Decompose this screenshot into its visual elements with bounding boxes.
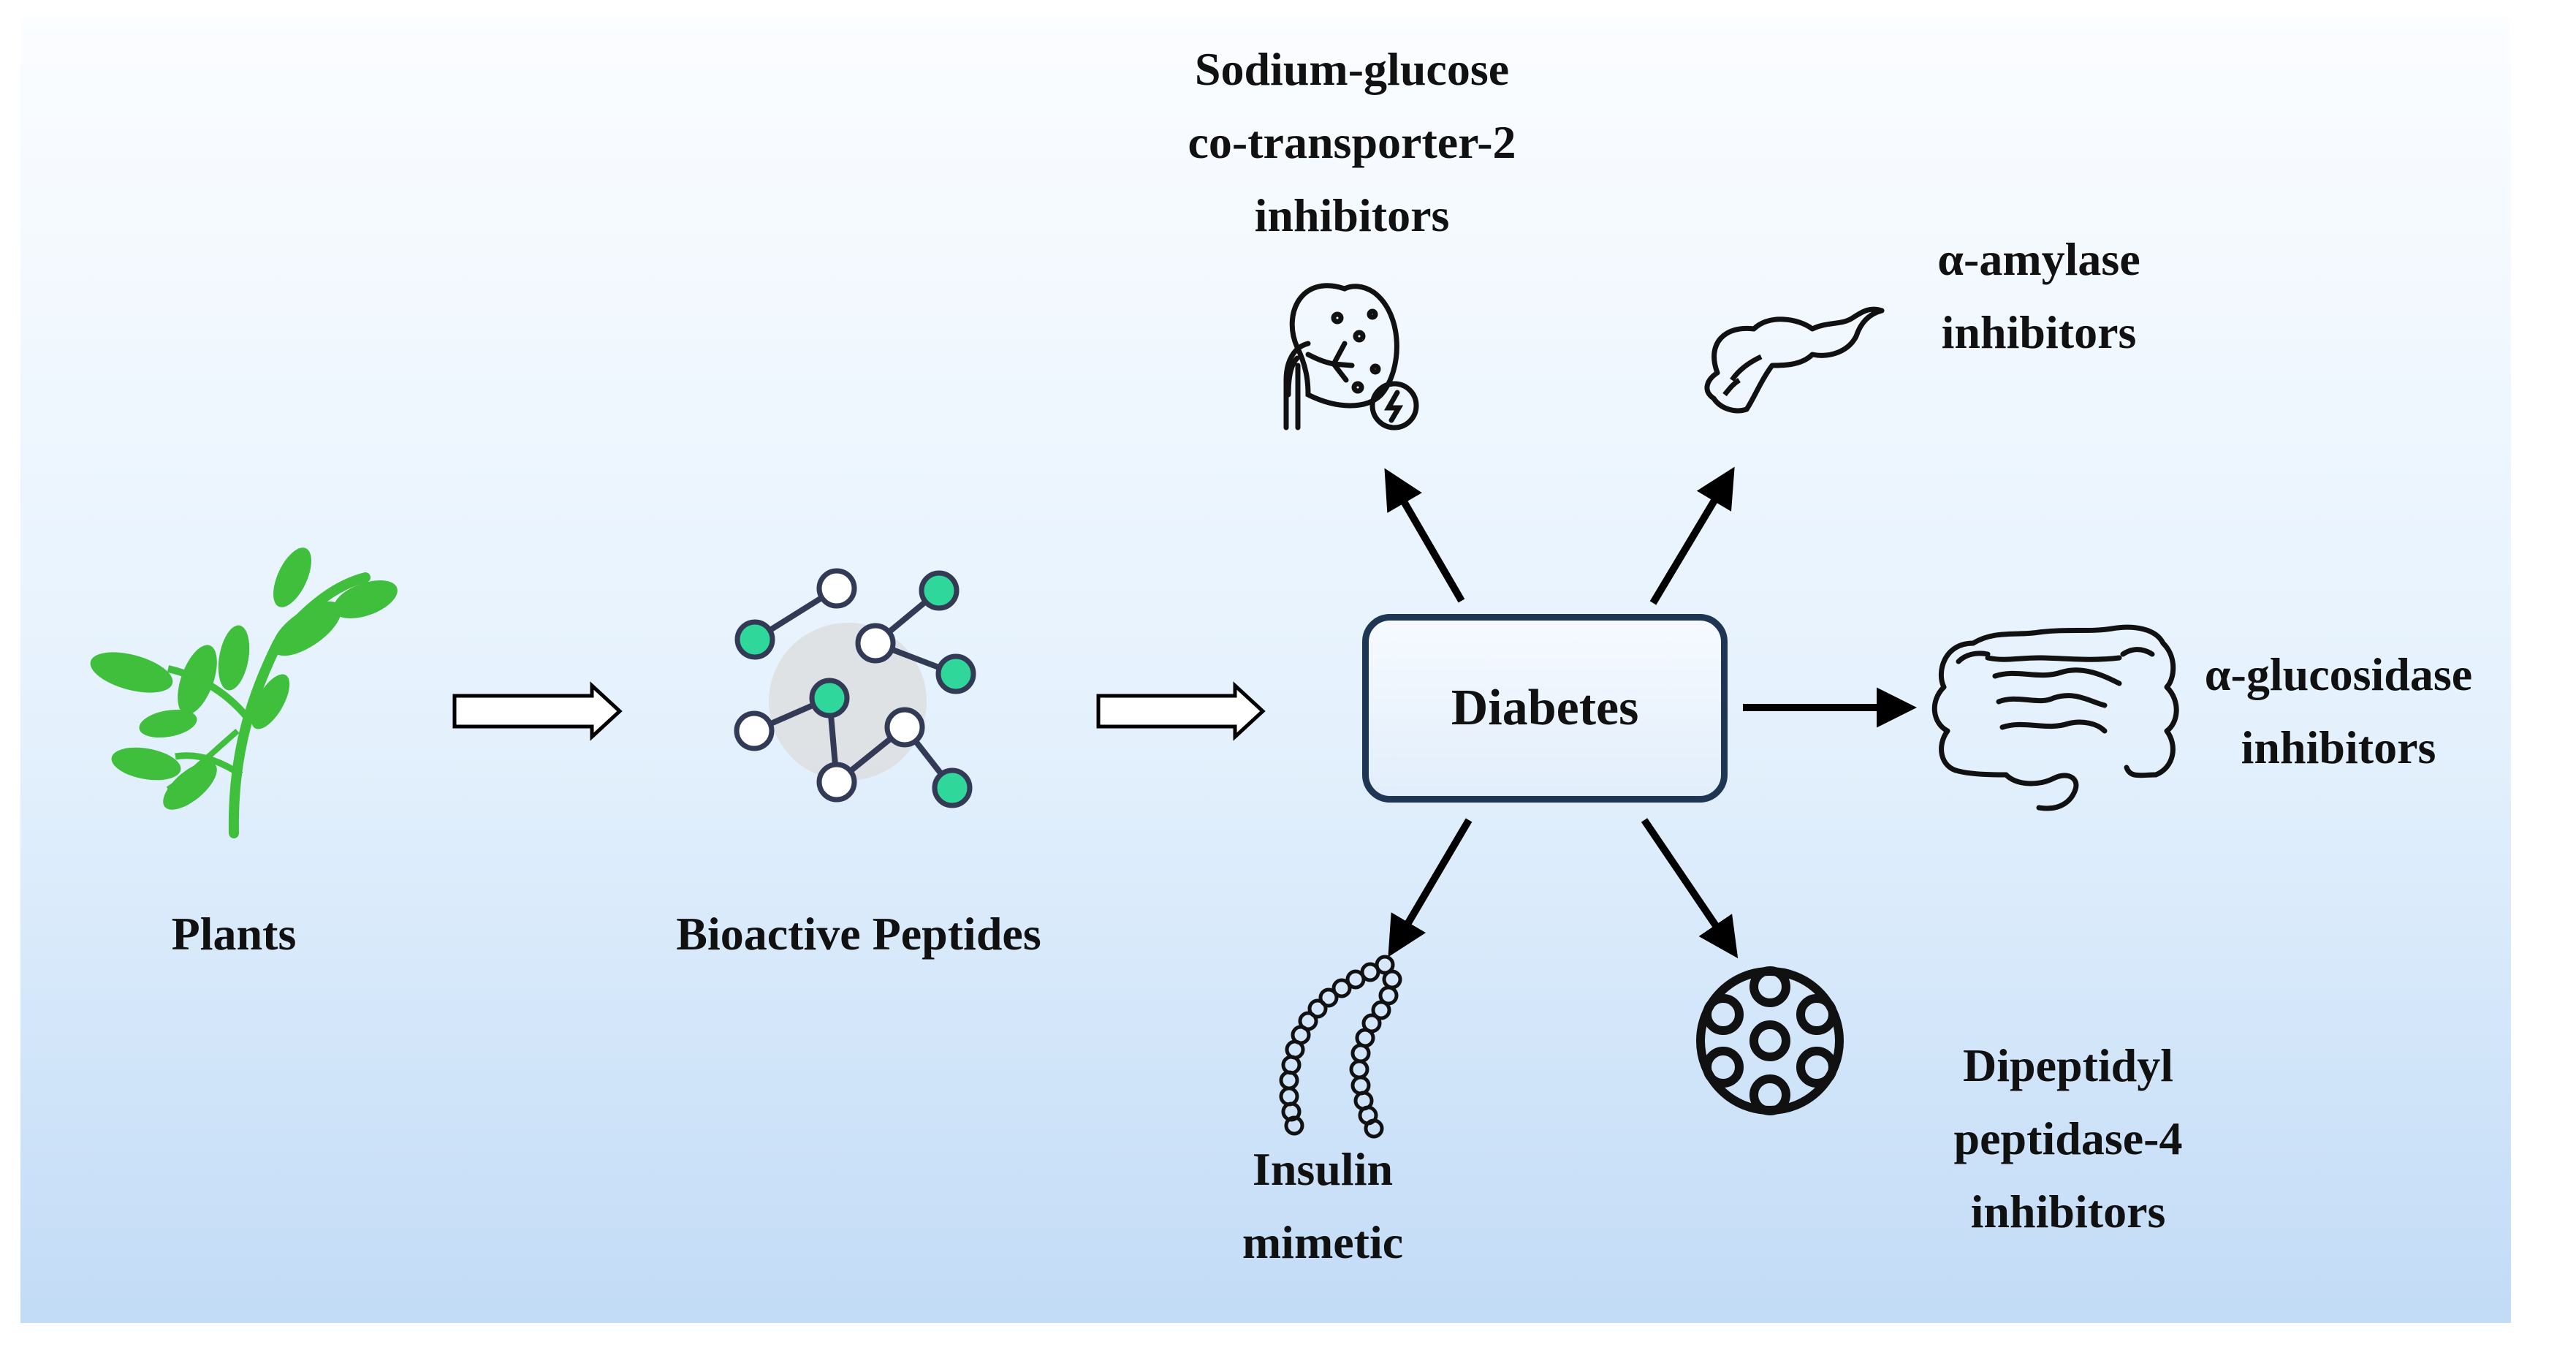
dpp4-enzyme-icon [1696, 966, 1844, 1115]
insulin-mimetic-label: Insulin mimetic [1242, 1143, 1404, 1268]
arrow-to-dpp4 [1641, 818, 1739, 959]
hollow-arrow-icon [1096, 681, 1266, 741]
insulin-chain-icon [1279, 955, 1402, 1139]
arrow-to-amylase [1649, 466, 1735, 605]
sglt2-inhibitors-label: Sodium-glucose co-transporter-2 inhibito… [1188, 43, 1516, 241]
plant-sprig-icon [90, 547, 398, 838]
pancreas-icon [1704, 306, 1885, 414]
diagram-background [20, 16, 2511, 1323]
bioactive-peptides-label: Bioactive Peptides [676, 908, 1041, 960]
arrow-to-sglt2 [1384, 468, 1465, 603]
dpp4-inhibitors-label: Dipeptidyl peptidase-4 inhibitors [1953, 1039, 2183, 1237]
kidney-icon [1283, 283, 1419, 431]
hollow-arrow-icon [452, 681, 623, 741]
diabetes-label: Diabetes [1451, 680, 1639, 736]
peptide-network-icon [734, 568, 976, 808]
plants-label: Plants [171, 908, 297, 960]
alpha-glucosidase-inhibitors-label: α-glucosidase inhibitors [2204, 648, 2473, 773]
intestine-icon [1931, 624, 2179, 811]
diabetes-box: Diabetes [1362, 614, 1728, 803]
alpha-amylase-inhibitors-label: α-amylase inhibitors [1937, 233, 2140, 358]
arrow-to-insulin [1388, 818, 1473, 957]
